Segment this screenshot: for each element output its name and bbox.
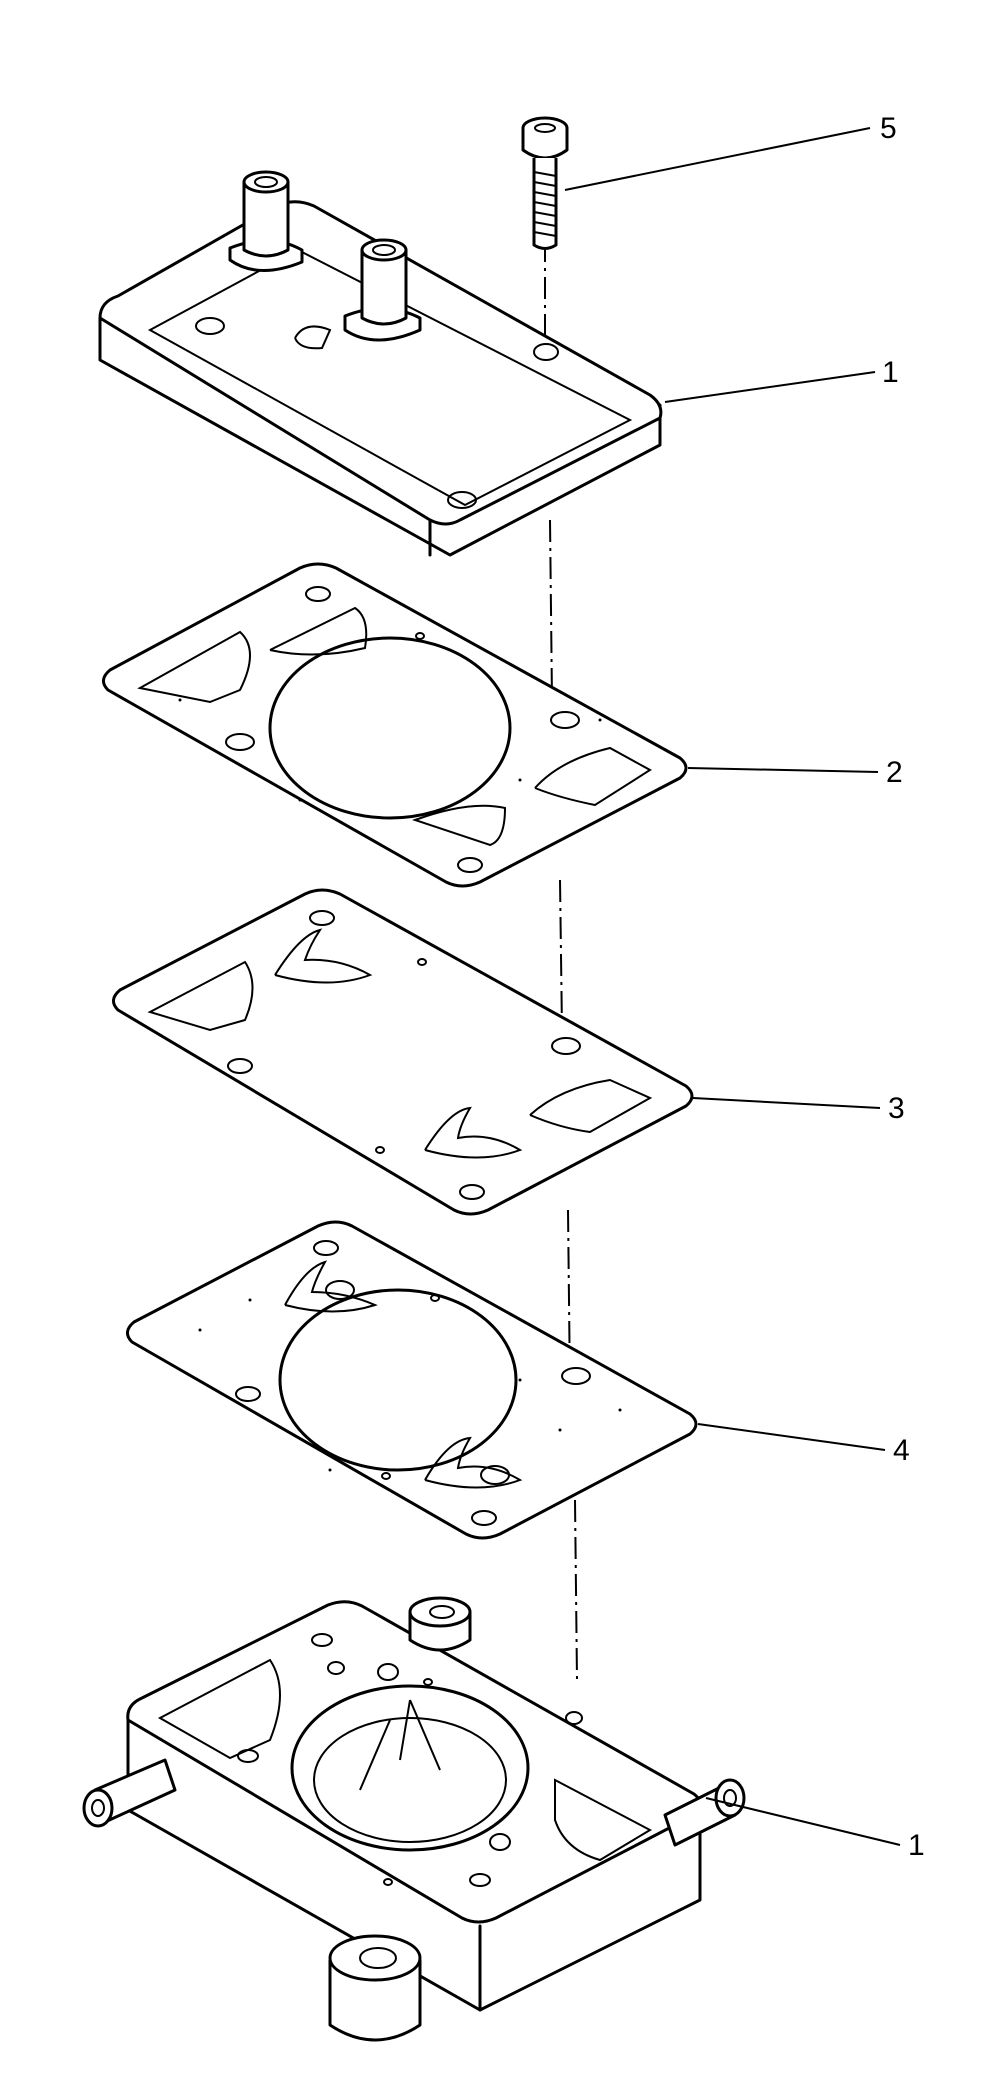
gasket-upper-part [102, 562, 688, 888]
callout-1-cover: 1 [882, 356, 899, 389]
assembly-centerline [544, 240, 578, 1681]
callout-1-body: 1 [908, 1829, 925, 1862]
cover-part [98, 170, 663, 557]
callout-4: 4 [893, 1434, 910, 1467]
leader-lines [564, 127, 901, 1846]
pump-body-part [82, 1596, 746, 2042]
gasket-lower-part [126, 1220, 698, 1540]
callout-5: 5 [880, 112, 897, 145]
callout-2: 2 [886, 756, 903, 789]
diaphragm-part [112, 888, 694, 1216]
screw-part [521, 116, 569, 250]
callout-3: 3 [888, 1092, 905, 1125]
